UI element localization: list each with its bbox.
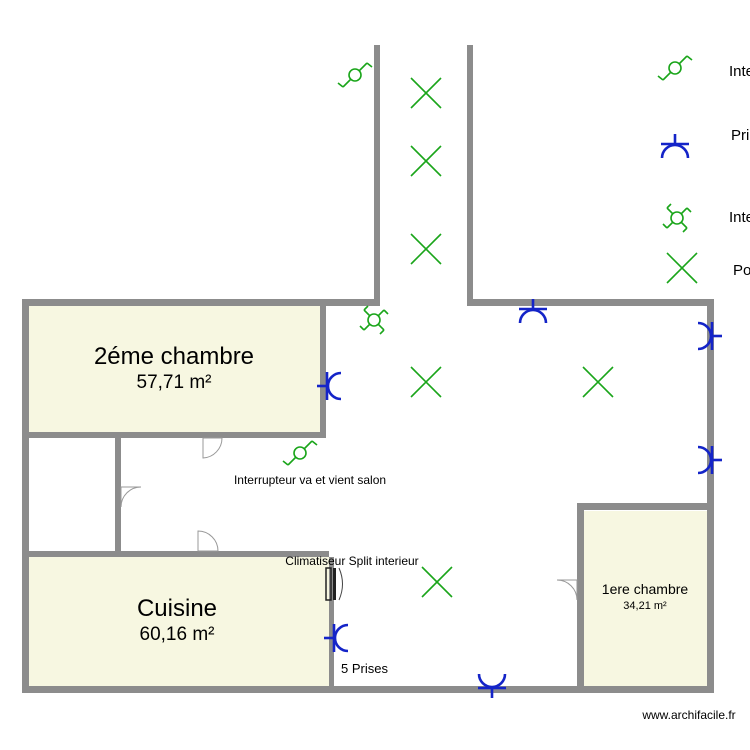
room-cuisine xyxy=(29,557,329,686)
outlets-note: 5 Prises xyxy=(341,661,388,676)
light-point-icon xyxy=(410,145,442,177)
legend-label: Inte xyxy=(729,63,750,80)
doors xyxy=(120,437,578,601)
room-name-1ere-chambre: 1ere chambre xyxy=(602,581,689,597)
single-switch-icon xyxy=(337,62,373,88)
room-name-2eme-chambre: 2éme chambre xyxy=(94,343,254,370)
legend-label: Inte xyxy=(729,209,750,226)
air-conditioner-icon xyxy=(325,567,343,601)
room-area-2eme-chambre: 57,71 m² xyxy=(137,372,212,393)
ac-note: Climatiseur Split interieur xyxy=(285,554,418,568)
legend-label: Pri xyxy=(731,127,749,144)
light-point-icon xyxy=(410,233,442,265)
room-1ere-chambre xyxy=(584,511,708,686)
room-area-1ere-chambre: 34,21 m² xyxy=(623,600,667,612)
light-point-icon xyxy=(421,566,453,598)
room-2eme-chambre xyxy=(29,306,320,432)
light-point-icon xyxy=(666,252,698,284)
room-name-cuisine: Cuisine xyxy=(137,595,217,622)
single-switch-icon xyxy=(657,55,693,81)
watermark: www.archifacile.fr xyxy=(641,708,735,722)
light-point-icon xyxy=(582,366,614,398)
two-way-switch-icon xyxy=(662,203,692,233)
legend: Inte Pri Inte Po xyxy=(657,55,750,284)
two-way-switch-icon xyxy=(359,305,389,335)
outlet-icon xyxy=(659,132,691,160)
light-point-icon xyxy=(410,77,442,109)
light-point-icon xyxy=(410,366,442,398)
room-area-cuisine: 60,16 m² xyxy=(140,624,215,645)
walls xyxy=(22,45,714,693)
switch-note: Interrupteur va et vient salon xyxy=(234,473,386,487)
legend-label: Po xyxy=(733,262,750,279)
single-switch-icon xyxy=(282,440,318,466)
